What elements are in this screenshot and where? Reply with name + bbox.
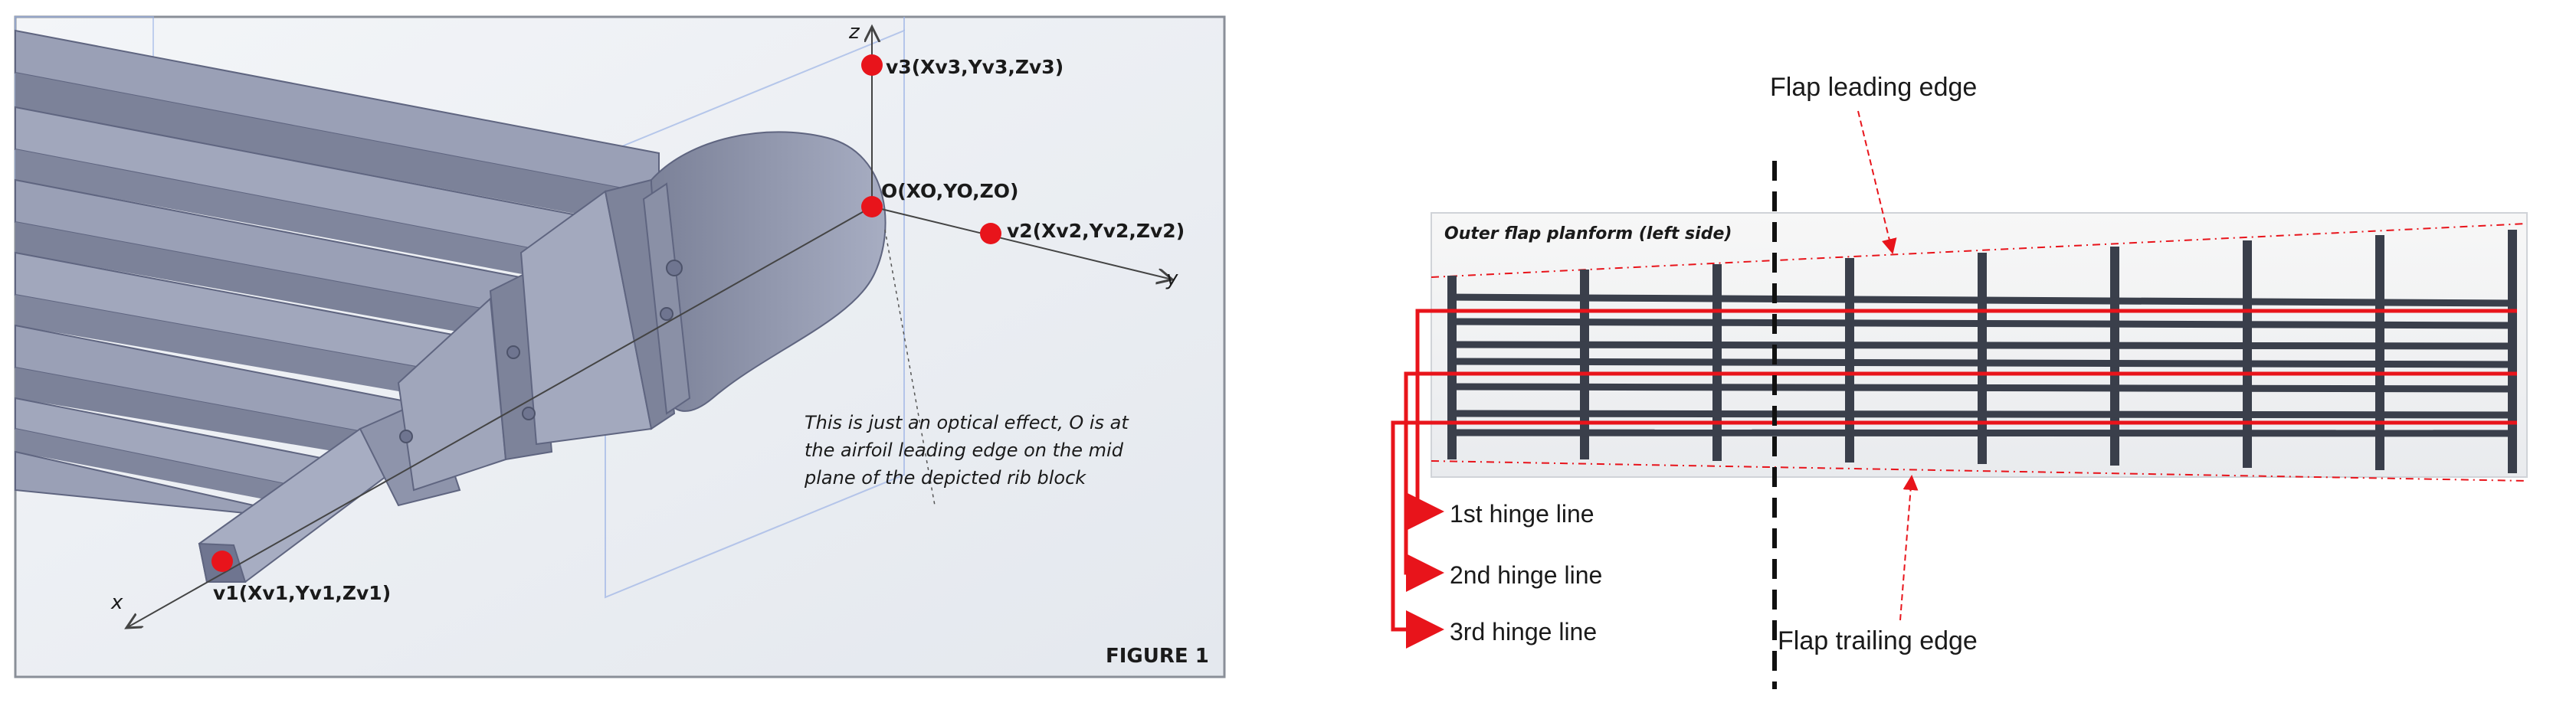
optical-effect-note: This is just an optical effect, O is at … <box>804 412 1129 489</box>
planform-title: Outer flap planform (left side) <box>1444 224 1732 244</box>
y-axis-label: y <box>1165 267 1178 290</box>
hinge-label-2: 2nd hinge line <box>1450 561 1602 589</box>
z-axis-label: z <box>848 21 860 44</box>
figure1-caption: FIGURE 1 <box>1106 645 1209 668</box>
hinge-label-3: 3rd hinge line <box>1450 618 1597 646</box>
v2-label: v2(Xv2,Yv2,Zv2) <box>1007 220 1185 242</box>
point-v2 <box>980 223 1001 244</box>
figure2-panel: Outer flap planform (left side) <box>1391 73 2528 689</box>
point-v1 <box>211 551 233 572</box>
hinge-line-2 <box>1404 371 2517 592</box>
hinge-lines <box>1391 309 2517 649</box>
note-line-1: This is just an optical effect, O is at <box>805 412 1129 433</box>
note-line-3: plane of the depicted rib block <box>804 467 1086 489</box>
hinge-label-1: 1st hinge line <box>1450 500 1594 528</box>
y-axis-line <box>871 206 1172 279</box>
v1-label: v1(Xv1,Yv1,Zv1) <box>213 582 391 604</box>
flap-3d-model <box>15 29 887 583</box>
x-axis-line <box>126 206 873 628</box>
note-line-2: the airfoil leading edge on the mid <box>805 440 1124 461</box>
origin-label: O(XO,YO,ZO) <box>881 180 1018 202</box>
note-leader-line <box>884 229 936 506</box>
leading-edge-pointer <box>1857 110 1897 254</box>
reference-plane-mid <box>605 29 905 599</box>
trailing-edge-pointer <box>1899 475 1919 621</box>
flap-spars <box>1447 293 2518 437</box>
trailing-edge-label: Flap trailing edge <box>1778 626 1978 655</box>
figure1-panel: z y x v3(Xv3,Yv3,Zv3) O(XO,YO,ZO) v2(Xv2… <box>14 15 1226 678</box>
v3-label: v3(Xv3,Yv3,Zv3) <box>886 56 1064 78</box>
point-v3 <box>861 54 883 76</box>
leading-edge-line <box>1431 223 2528 278</box>
hinge-line-3 <box>1391 420 2517 649</box>
hinge-line-1 <box>1406 309 2517 531</box>
point-origin <box>861 196 883 217</box>
leading-edge-label: Flap leading edge <box>1770 73 1977 102</box>
x-axis-label: x <box>110 591 123 614</box>
